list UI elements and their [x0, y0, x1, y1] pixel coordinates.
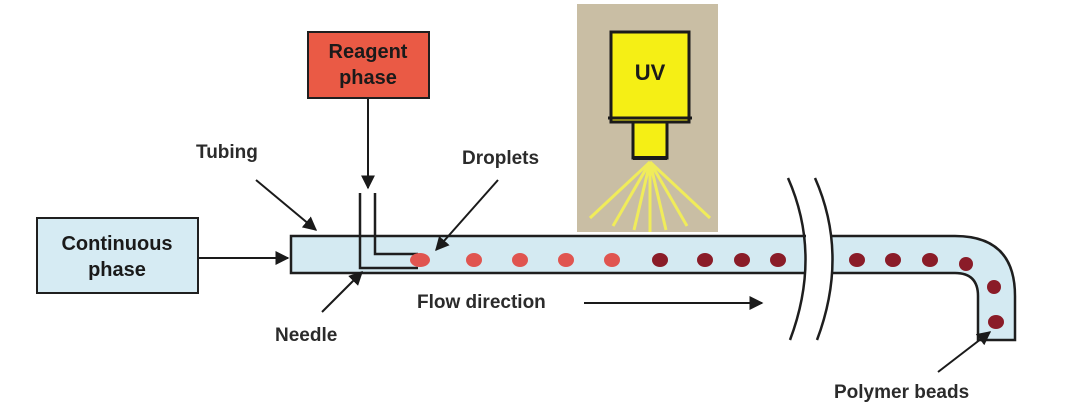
uv-label: UV [635, 60, 666, 85]
uv-ray [611, 161, 652, 227]
uv-ray [632, 161, 652, 231]
polymer-bead [734, 253, 750, 267]
needle-outer-wall [358, 193, 418, 270]
needle-pointer-arrow [321, 271, 363, 313]
droplets-and-beads [410, 253, 1004, 329]
droplet [512, 253, 528, 267]
droplet [466, 253, 482, 267]
reagent-phase-rect [307, 31, 430, 99]
needle-inner-wall [373, 193, 418, 256]
uv-ray [648, 161, 689, 227]
uv-ray [648, 161, 668, 231]
polymer-bead [697, 253, 713, 267]
polymer-bead [988, 315, 1004, 329]
polymer-beads-label: Polymer beads [834, 382, 969, 403]
droplets-label: Droplets [462, 148, 539, 169]
polymer-bead [770, 253, 786, 267]
reagent-phase-label-line1: Reagent [329, 41, 408, 63]
reagent-phase-label-line2: phase [339, 67, 397, 89]
tubing-label: Tubing [196, 142, 258, 163]
uv-ray [588, 160, 652, 220]
polymer-bead [922, 253, 938, 267]
tubing-pointer-arrow [255, 179, 318, 231]
tube-break-gap [806, 232, 831, 278]
needle-label: Needle [275, 325, 337, 346]
reagent-phase-box: Reagent phase [307, 31, 430, 99]
polymer-bead [885, 253, 901, 267]
tube-break-mark-left [786, 177, 807, 341]
polymer-bead [652, 253, 668, 267]
needle [358, 193, 418, 270]
flow-direction-label: Flow direction [417, 292, 546, 313]
polymer-bead [849, 253, 865, 267]
continuous-phase-label-line1: Continuous [61, 233, 172, 255]
tube-curved-section [824, 234, 1017, 342]
polymer-bead [959, 257, 973, 271]
droplet [604, 253, 620, 267]
polymer-beads-pointer-arrow [937, 331, 992, 373]
uv-ray [648, 160, 712, 220]
uv-lamp-body [609, 30, 691, 124]
uv-lamp: UV [577, 4, 718, 232]
uv-rays [588, 160, 712, 232]
continuous-phase-rect [36, 217, 199, 294]
droplet [558, 253, 574, 267]
continuous-phase-box: Continuous phase [36, 217, 199, 294]
polymer-bead [987, 280, 1001, 294]
continuous-phase-label-line2: phase [88, 259, 146, 281]
uv-lamp-neck [631, 120, 669, 160]
arrows [199, 99, 992, 373]
droplets-pointer-arrow [435, 179, 499, 252]
droplet [410, 253, 430, 267]
tube-break-mark-right [813, 177, 834, 341]
